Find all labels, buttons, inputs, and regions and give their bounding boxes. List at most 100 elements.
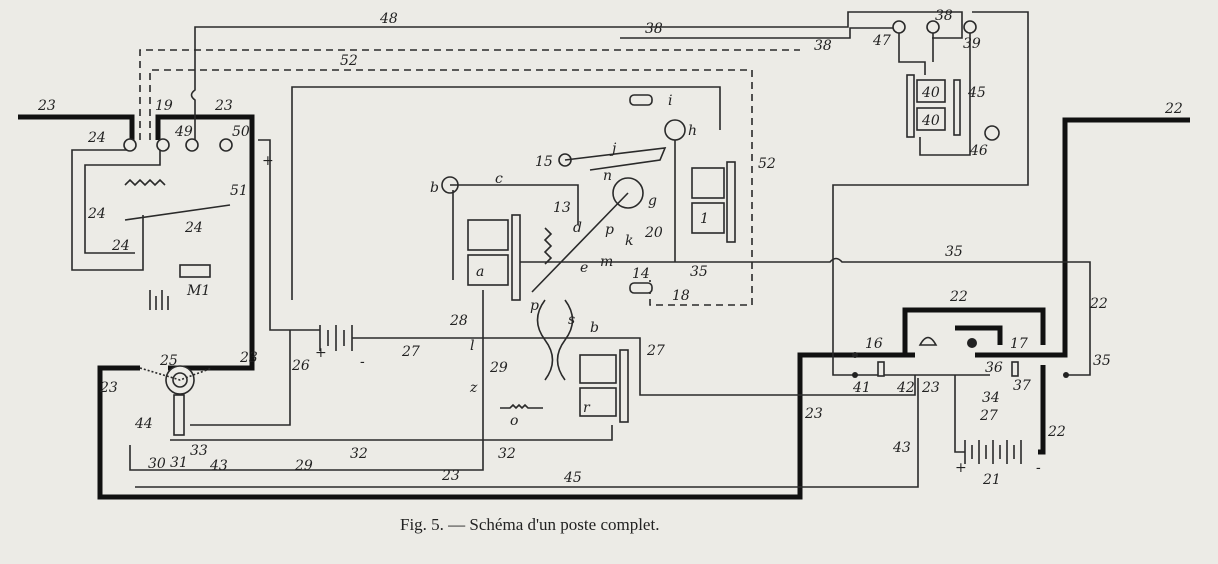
label: 50 [232,124,250,140]
label: 13 [553,200,571,216]
label: 35 [1093,353,1111,369]
label: m [600,254,613,270]
terminal-24[interactable] [123,138,137,152]
label: 28 [449,313,468,329]
label: 32 [350,446,368,462]
label: g [648,193,657,209]
label: 32 [498,446,516,462]
label: 27 [401,344,420,360]
label: 35 [945,244,963,260]
label: 14 [632,266,650,282]
terminal-39[interactable] [963,20,977,34]
label: o [510,413,518,429]
contact-16 [877,361,885,377]
electromagnet-r-plate [619,349,629,423]
switch-31[interactable] [173,394,185,436]
coil-spring [124,178,166,187]
electromagnet-r [579,387,617,417]
label: s [568,312,575,328]
motor-m1 [179,264,211,278]
wire-relay40 [898,33,971,156]
terminal-50[interactable] [219,138,233,152]
label: 36 [985,360,1003,376]
label: j [609,141,617,157]
label: + [315,345,327,361]
wire-21 [954,375,965,453]
label: 24 [87,130,106,146]
battery-26 [319,325,370,351]
relay-40-plate [906,74,915,138]
lever-c [450,184,579,280]
contact-37 [1011,361,1019,377]
label: 15 [535,154,553,170]
label: b [430,180,439,196]
label: 23 [921,380,940,396]
label: 39 [963,36,981,52]
label: 16 [865,336,883,352]
electromagnet-1-top [691,167,725,199]
label: 44 [134,416,153,432]
label: r [583,400,591,416]
terminal-19[interactable] [156,138,170,152]
label: 29 [294,458,313,474]
label: 19 [155,98,173,114]
wire-27 [370,337,916,396]
label: 48 [379,11,398,27]
screw-14[interactable] [629,282,653,294]
battery-small [149,290,169,310]
label: 41 [852,380,871,396]
relay-40-bottom [916,107,946,131]
lever-j [564,147,667,171]
label: 24 [111,238,130,254]
label: + [262,153,274,169]
label: 23 [214,98,233,114]
label: 33 [190,443,208,459]
labels: 48 38 52 38 47 38 39 23 19 23 24 49 50 5… [37,8,1183,488]
wire-52-dashed-b [149,69,753,306]
label: z [469,380,478,396]
label: k [625,233,633,249]
label: 38 [935,8,953,24]
label: d [573,220,582,236]
label: p [530,298,539,314]
relay-40-top [916,79,946,103]
terminal-49[interactable] [185,138,199,152]
label: 27 [979,408,998,424]
screw-i[interactable] [629,94,653,106]
label: a [476,264,484,280]
label: 30 [148,456,166,472]
wire-35 [520,257,1091,376]
wire-26-link [190,330,291,426]
escapement-e [543,227,553,265]
terminal-46[interactable] [984,125,1000,141]
wire-24-box [71,149,144,271]
wire-38 [620,27,897,39]
label: 22 [1089,296,1108,312]
wire-22-battery [1038,365,1046,455]
wire-23-left [18,114,135,140]
label: p [605,222,614,238]
figure-caption: Fig. 5. — Schéma d'un poste complet. [400,515,659,534]
label: 29 [489,360,508,376]
armature-45 [953,79,961,136]
wire-52-dashed-a [139,49,800,140]
label: M1 [186,283,210,299]
node [1063,372,1069,378]
label: 45 [563,470,582,486]
label: c [495,171,503,187]
label: b [590,320,599,336]
lever-24 [124,204,231,221]
label: 23 [804,406,823,422]
label: 17 [1010,336,1028,352]
label: i [668,93,672,109]
wire-48 [190,11,963,140]
label: 37 [1013,378,1031,394]
terminal-47[interactable] [892,20,906,34]
battery-21 [964,440,1022,464]
label: 43 [892,440,911,456]
wire-24-inner [84,150,161,254]
hook-36[interactable] [967,338,977,348]
label: 24 [184,220,203,236]
electromagnet-a-plate [511,214,521,301]
label: 31 [170,455,188,471]
